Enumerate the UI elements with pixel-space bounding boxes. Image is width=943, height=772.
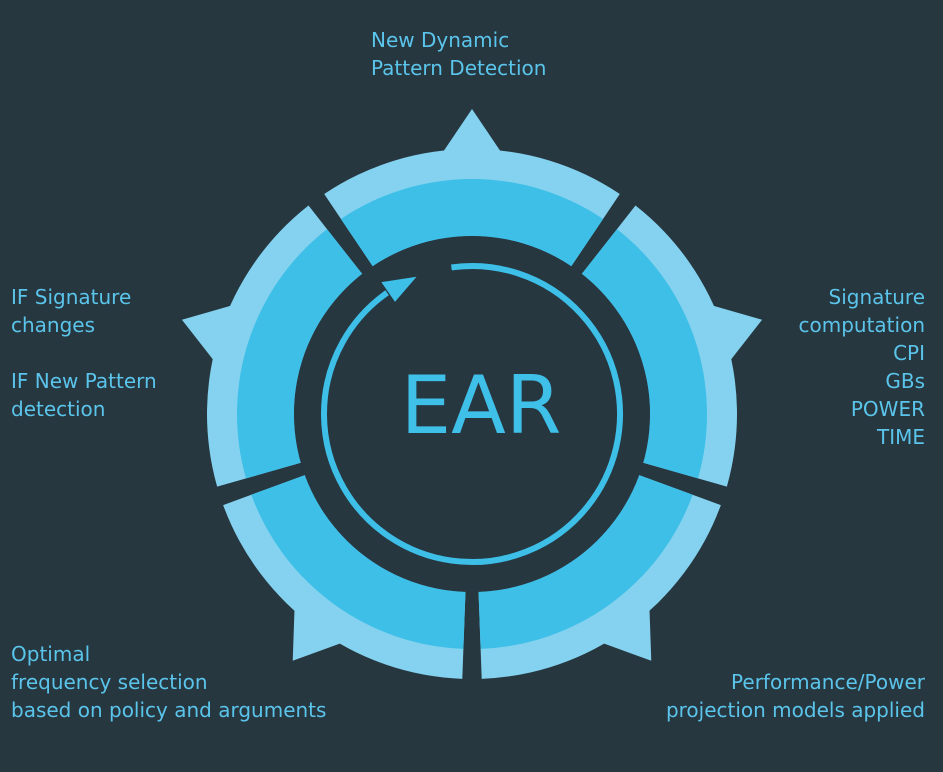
- segment-inner-band: [237, 229, 363, 479]
- cycle-arrow-line: [321, 263, 624, 565]
- segment-inner-band: [581, 229, 707, 479]
- step-label-line: changes: [11, 313, 96, 337]
- step-label-line: frequency selection: [11, 670, 208, 694]
- cycle-segment: [324, 109, 620, 267]
- segment-inner-band: [478, 475, 693, 649]
- step-label-line: IF New Pattern: [11, 369, 157, 393]
- step-label-line: Performance/Power: [731, 670, 925, 694]
- cycle-segments: [181, 109, 763, 679]
- step-label-line: Pattern Detection: [371, 56, 547, 80]
- segment-pointer: [181, 304, 237, 365]
- step-label-line: Optimal: [11, 642, 91, 666]
- center-disk: [294, 236, 650, 592]
- cycle-segment: [181, 205, 363, 487]
- step-label-line: projection models applied: [665, 698, 925, 722]
- cycle-arrow: [321, 263, 624, 565]
- step-label-signature-computation: Signature computation CPI GBs POWER TIME: [799, 283, 926, 451]
- step-label-line: CPI: [893, 341, 925, 365]
- step-label-pattern-detection: New Dynamic Pattern Detection: [371, 26, 546, 82]
- step-label-line: Signature: [828, 285, 925, 309]
- step-label-line: detection: [11, 397, 106, 421]
- cycle-segment: [223, 475, 466, 679]
- step-label-line: New Dynamic: [371, 28, 510, 52]
- segment-inner-band: [251, 475, 466, 649]
- center-title: EAR: [400, 359, 562, 452]
- step-label-line: IF Signature: [11, 285, 132, 309]
- segment-pointer: [440, 109, 504, 156]
- step-label-line: based on policy and arguments: [11, 698, 327, 722]
- step-label-frequency-selection: Optimal frequency selection based on pol…: [11, 640, 326, 724]
- step-label-line: POWER: [850, 397, 925, 421]
- step-label-signature-changes: IF Signature changes IF New Pattern dete…: [11, 283, 157, 423]
- cycle-segment: [478, 475, 721, 679]
- step-label-line: GBs: [885, 369, 925, 393]
- cycle-arrowhead: [381, 276, 417, 302]
- step-label-line: computation: [798, 313, 926, 337]
- step-label-line: [11, 339, 157, 367]
- segment-inner-band: [340, 178, 604, 267]
- cycle-segment: [581, 205, 763, 487]
- step-label-line: TIME: [876, 425, 925, 449]
- step-label-projection-models: Performance/Power projection models appl…: [666, 668, 925, 724]
- segment-pointer: [707, 304, 763, 365]
